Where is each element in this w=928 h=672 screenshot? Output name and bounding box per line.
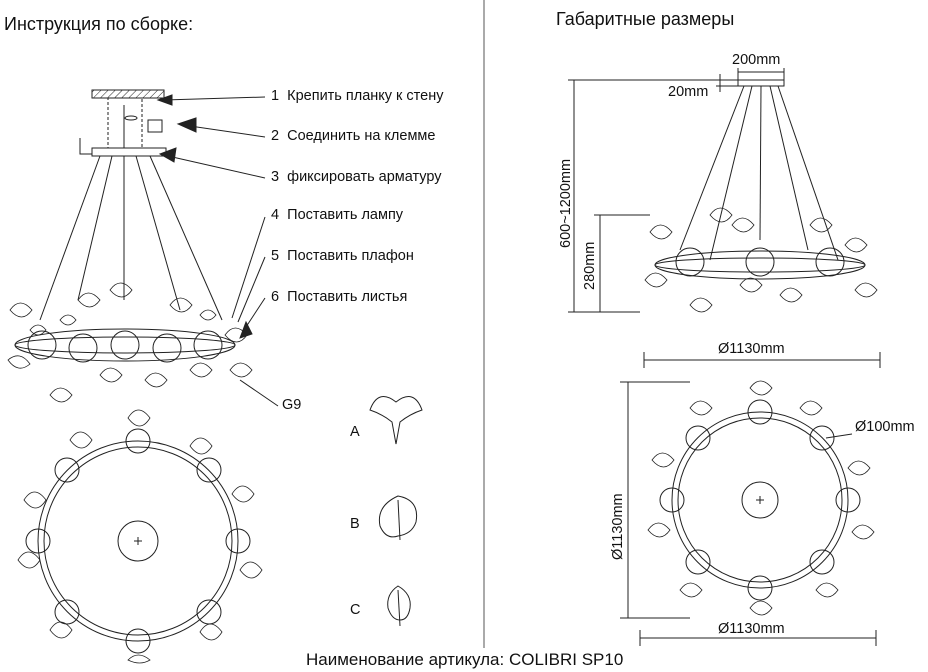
leaf-label-a: A (350, 424, 360, 440)
step-text: фиксировать арматуру (287, 169, 442, 185)
step-text: Поставить листья (287, 289, 408, 305)
lamp-type-label: G9 (282, 397, 302, 413)
dim-diameter-top: Ø1130mm (718, 341, 785, 357)
leaf-cluster-dim-top (647, 380, 875, 616)
dim-body-height: 280mm (582, 241, 598, 290)
step-4: 4 Поставить лампу (271, 207, 403, 223)
dim-diameter-side: Ø1130mm (610, 493, 626, 560)
assembly-title: Инструкция по сборке: (4, 14, 194, 34)
step-3: 3 фиксировать арматуру (271, 169, 442, 185)
dim-suspension: 600~1200mm (558, 158, 574, 248)
dimension-side-view (568, 68, 866, 313)
assembly-top-view (25, 428, 251, 654)
step-2: 2 Соединить на клемме (271, 128, 435, 144)
leaf-cluster-top (17, 409, 263, 664)
step-text: Соединить на клемме (287, 128, 436, 144)
leaf-label-b: B (350, 516, 360, 532)
step-number: 5 (271, 248, 280, 264)
dim-canopy-width: 200mm (732, 52, 781, 68)
dim-shade-diameter: Ø100mm (855, 419, 915, 435)
step-text: Поставить плафон (287, 248, 414, 264)
step-text: Крепить планку к стену (287, 88, 444, 104)
leaf-cluster-side (7, 282, 253, 403)
assembly-side-view (14, 89, 236, 363)
step-number: 3 (271, 169, 280, 185)
step-6: 6 Поставить листья (271, 289, 407, 305)
dim-diameter-bottom: Ø1130mm (718, 621, 785, 637)
step-text: Поставить лампу (287, 207, 404, 223)
step-5: 5 Поставить плафон (271, 248, 414, 264)
leaf-shape-c (387, 585, 411, 627)
step-number: 1 (271, 88, 280, 104)
step-number: 4 (271, 207, 280, 223)
leaf-shape-a (369, 396, 423, 445)
dim-canopy-height: 20mm (668, 84, 709, 100)
leaf-cluster-dim-side (644, 207, 878, 313)
leaf-shape-b (378, 495, 418, 541)
dimensions-title: Габаритные размеры (556, 9, 735, 29)
leaf-label-c: C (350, 602, 361, 618)
step-number: 6 (271, 289, 280, 305)
dimension-top-view (620, 352, 881, 646)
step-number: 2 (271, 128, 280, 144)
step-leaders (156, 94, 279, 407)
article-name: Наименование артикула: COLIBRI SP10 (306, 650, 624, 669)
step-1: 1 Крепить планку к стену (271, 88, 443, 104)
